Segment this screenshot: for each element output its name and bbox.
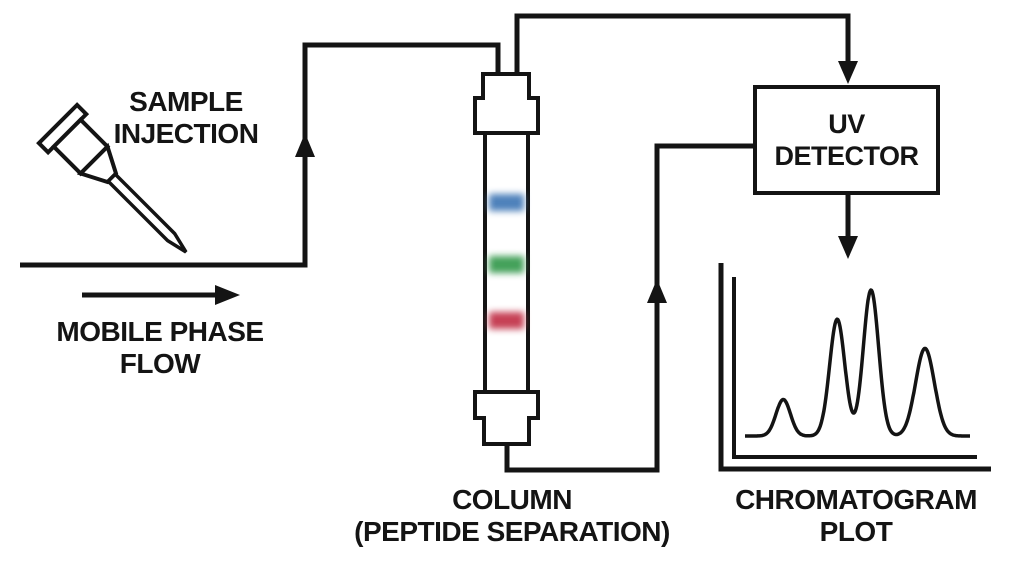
mobile-phase-line2: FLOW bbox=[119, 347, 201, 379]
up-arrowhead-outlet-riser bbox=[647, 279, 667, 303]
mobile-phase-line1: MOBILE PHASE bbox=[56, 316, 264, 347]
column-bottom-fitting bbox=[473, 390, 540, 446]
right-arrowhead-mobile-phase bbox=[215, 285, 240, 305]
column-band-red bbox=[489, 312, 524, 329]
mobile-phase-flow-label: MOBILE PHASE FLOW bbox=[10, 316, 310, 380]
uv-detector-line1: UV bbox=[828, 108, 865, 139]
column-label: COLUMN (PEPTIDE SEPARATION) bbox=[332, 484, 692, 548]
column-to-detector-top-line bbox=[514, 13, 851, 76]
chromatogram-plot-line1: CHROMATOGRAM bbox=[735, 484, 977, 515]
sample-injection-line2: INJECTION bbox=[113, 117, 259, 149]
sample-injection-label: SAMPLE INJECTION bbox=[36, 86, 336, 150]
uv-detector-box: UV DETECTOR bbox=[753, 85, 940, 195]
syringe-icon bbox=[36, 102, 188, 254]
column-outlet-line bbox=[504, 143, 753, 473]
plot-outer-axis bbox=[718, 263, 991, 472]
down-arrowhead-to-plot bbox=[838, 236, 858, 259]
column-band-green bbox=[489, 256, 524, 273]
plot-inner-axis bbox=[732, 277, 977, 459]
column-label-line1: COLUMN bbox=[452, 484, 572, 515]
sample-injection-line1: SAMPLE bbox=[129, 86, 243, 117]
down-arrowhead-into-detector bbox=[838, 61, 858, 84]
column-band-blue bbox=[489, 194, 524, 211]
chromatogram-plot-line2: PLOT bbox=[819, 515, 893, 547]
uv-detector-line2: DETECTOR bbox=[774, 141, 919, 171]
up-arrowhead-riser bbox=[295, 133, 315, 157]
inlet-tube-line bbox=[20, 42, 501, 268]
chromatogram-plot-label: CHROMATOGRAM PLOT bbox=[706, 484, 1006, 548]
column-top-fitting bbox=[473, 72, 540, 135]
chromatogram-curve bbox=[743, 288, 972, 438]
column-label-line2: (PEPTIDE SEPARATION) bbox=[354, 515, 670, 547]
